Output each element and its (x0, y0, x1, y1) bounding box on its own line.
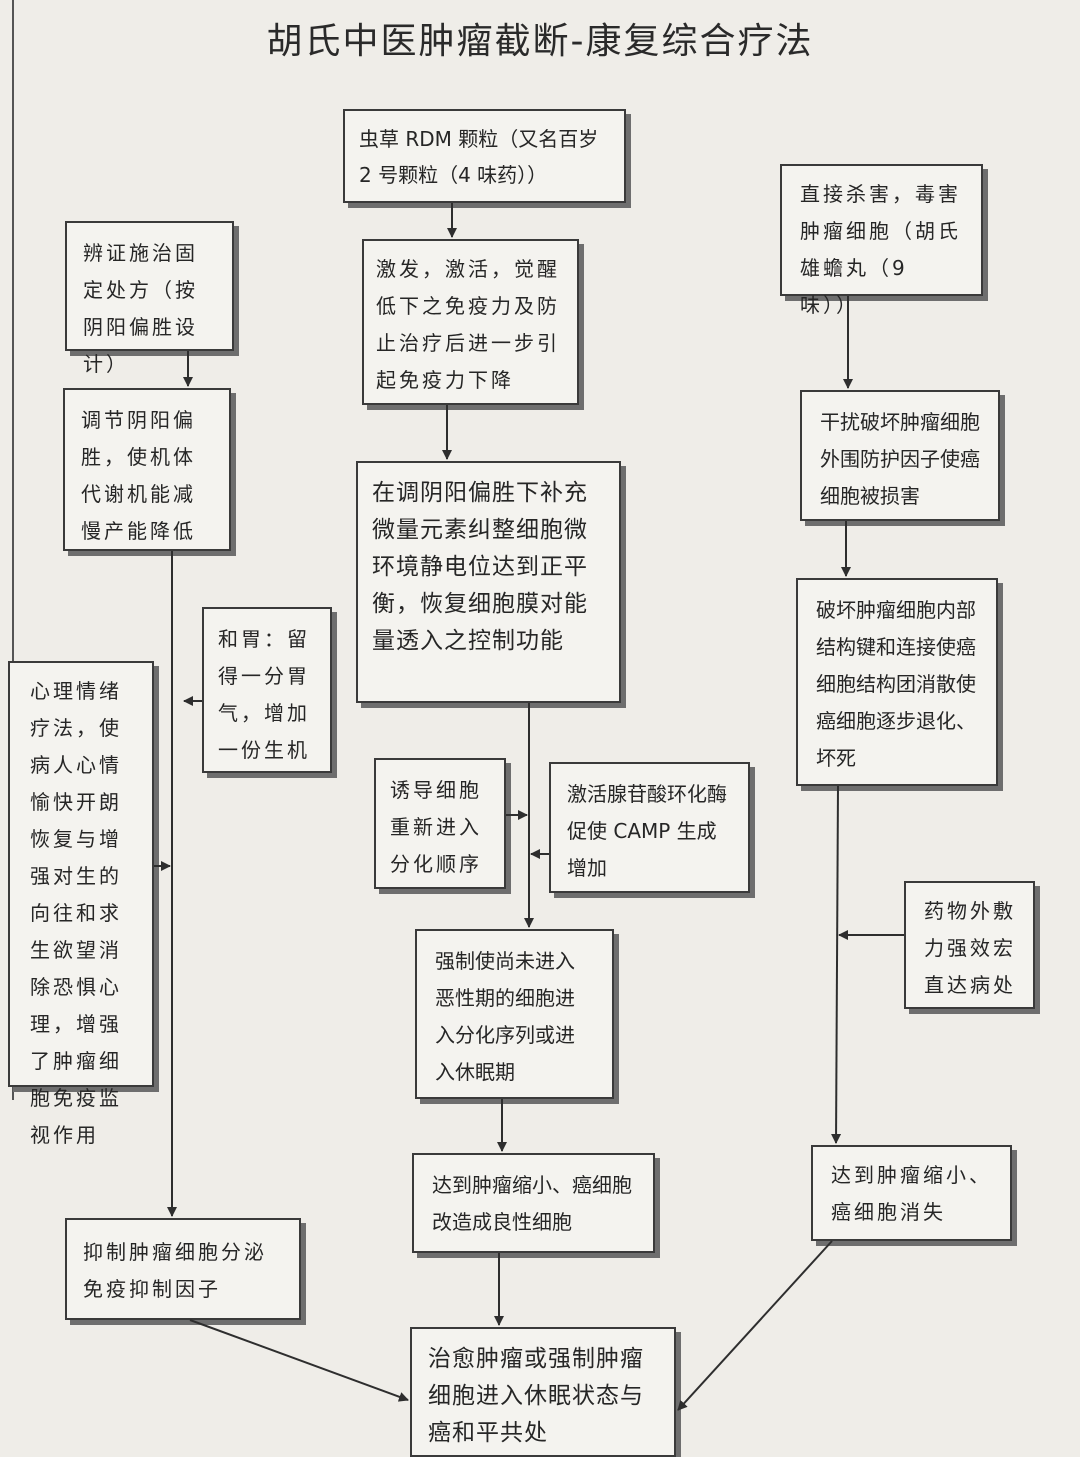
node-direct-kill: 直接杀害，毒害肿瘤细胞（胡氏雄蟾丸（9 味）） (780, 164, 983, 317)
node-shrink-disappear: 达到肿瘤缩小、癌细胞消失 (811, 1145, 1012, 1241)
node-syndrome-prescription: 辨证施治固定处方（按阴阳偏胜设计） (65, 221, 234, 376)
node-activate-immunity: 激发，激活，觉醒低下之免疫力及防止治疗后进一步引起免疫力下降 (362, 239, 579, 405)
page-edge-line (12, 0, 14, 1100)
node-inhibit-factor: 抑制肿瘤细胞分泌免疫抑制因子 (65, 1218, 301, 1320)
diagram-title: 胡氏中医肿瘤截断-康复综合疗法 (266, 21, 814, 62)
node-rdm-granule: 虫草 RDM 颗粒（又名百岁 2 号颗粒（4 味药）） (343, 109, 626, 203)
node-psychological-therapy: 心理情绪疗法，使病人心情愉快开朗恢复与增强对生的向往和求生欲望消除恐惧心理，增强… (8, 661, 154, 1147)
arrow-disappear-to-cure (677, 1240, 833, 1411)
node-cure: 治愈肿瘤或强制肿瘤细胞进入休眠状态与癌和平共处 (410, 1327, 676, 1457)
arrow-inhibit-to-cure (189, 1319, 409, 1402)
node-destroy-structure: 破坏肿瘤细胞内部结构键和连接使癌细胞结构团消散使癌细胞逐步退化、坏死 (796, 578, 998, 786)
node-harmonize-stomach: 和胃：留得一分胃气，增加一份生机 (202, 607, 332, 773)
node-regulate-yinyang: 调节阴阳偏胜，使机体代谢机能减慢产能降低 (63, 388, 231, 551)
node-induce-differentiation: 诱导细胞重新进入分化顺序 (374, 758, 506, 889)
node-shrink-benign: 达到肿瘤缩小、癌细胞改造成良性细胞 (412, 1153, 655, 1253)
node-external-application: 药物外敷力强效宏直达病处 (904, 881, 1035, 1009)
node-activate-camp: 激活腺苷酸环化酶促使 CAMP 生成增加 (549, 762, 750, 893)
arrow-destroy-to-disappear (831, 785, 842, 1144)
node-disrupt-protection: 干扰破坏肿瘤细胞外围防护因子使癌细胞被损害 (800, 390, 1000, 521)
node-trace-elements: 在调阴阳偏胜下补充微量元素纠整细胞微环境静电位达到正平衡，恢复细胞膜对能量透入之… (356, 461, 621, 703)
node-force-dormancy: 强制使尚未进入恶性期的细胞进入分化序列或进入休眠期 (415, 929, 614, 1099)
